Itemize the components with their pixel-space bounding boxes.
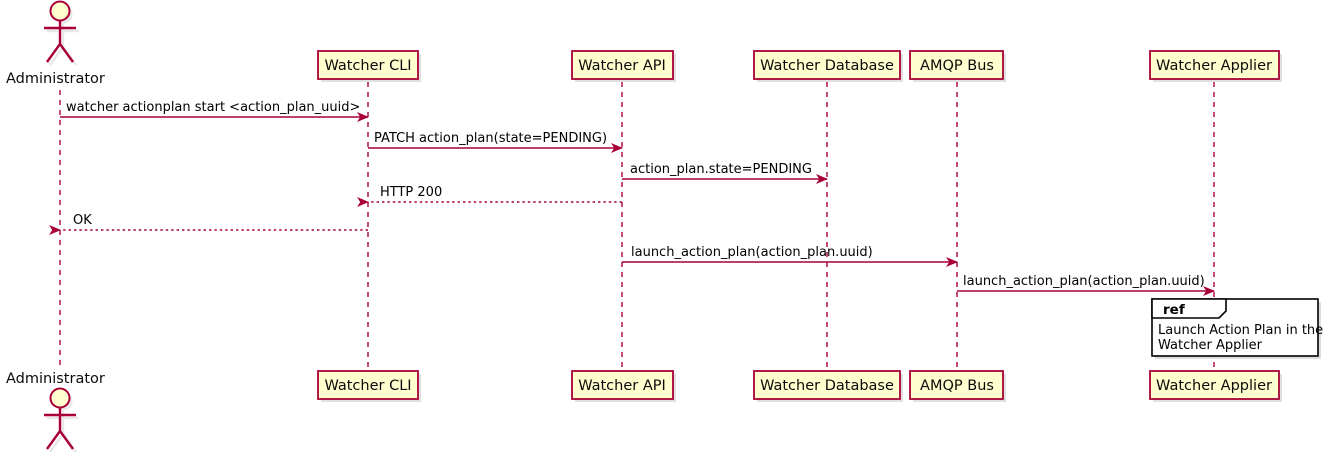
participant-watcher-cli-bottom[interactable]: Watcher CLI: [317, 370, 421, 402]
ref-fragment-body-line-2: Watcher Applier: [1158, 338, 1263, 353]
ref-fragment-body: [1151, 298, 1319, 357]
message-ok[interactable]: OK: [49, 213, 368, 235]
participant-watcher-api-bottom[interactable]: Watcher API: [571, 370, 676, 402]
actor-stick-figure-icon-bottom: [44, 387, 76, 450]
ref-fragment-tab: [1151, 298, 1227, 319]
participant-label-amqp-bus-bottom: AMQP Bus: [920, 378, 994, 394]
participant-watcher-database-top[interactable]: Watcher Database: [753, 50, 903, 82]
actor-label-administrator-bottom: Administrator: [6, 371, 105, 387]
participant-amqp-bus-top[interactable]: AMQP Bus: [909, 50, 1006, 82]
ref-fragment-tab-label: ref: [1163, 302, 1185, 318]
participant-watcher-applier-bottom[interactable]: Watcher Applier: [1149, 370, 1282, 402]
actor-label-administrator-top: Administrator: [6, 71, 105, 87]
ref-fragment-body-line-1: Launch Action Plan in the: [1158, 323, 1323, 338]
message-action-plan-state-pending[interactable]: action_plan.state=PENDING: [622, 162, 828, 184]
participant-amqp-bus-bottom[interactable]: AMQP Bus: [909, 370, 1006, 402]
participant-label-watcher-applier-top: Watcher Applier: [1156, 58, 1272, 74]
participant-label-watcher-cli-bottom: Watcher CLI: [324, 378, 411, 394]
participant-label-amqp-bus-top: AMQP Bus: [920, 58, 994, 74]
message-launch-action-plan-bus-to-applier[interactable]: launch_action_plan(action_plan.uuid): [957, 274, 1215, 296]
message-label-launch-action-plan-api-to-bus: launch_action_plan(action_plan.uuid): [631, 245, 873, 260]
message-label-launch-action-plan-bus-to-applier: launch_action_plan(action_plan.uuid): [963, 274, 1205, 289]
participant-watcher-api-top[interactable]: Watcher API: [571, 50, 676, 82]
participant-label-watcher-database-top: Watcher Database: [760, 58, 894, 74]
participant-watcher-cli-top[interactable]: Watcher CLI: [317, 50, 421, 82]
actor-administrator-top[interactable]: Administrator: [6, 0, 105, 88]
message-http-200[interactable]: HTTP 200: [357, 185, 622, 207]
participant-boxes-top: Watcher CLI Watcher API Watcher Database…: [317, 50, 1282, 82]
participant-label-watcher-api-top: Watcher API: [578, 58, 666, 74]
message-watcher-actionplan-start[interactable]: watcher actionplan start <action_plan_uu…: [60, 100, 369, 122]
participant-boxes-bottom: Watcher CLI Watcher API Watcher Database…: [317, 370, 1282, 402]
participant-label-watcher-applier-bottom: Watcher Applier: [1156, 378, 1272, 394]
actor-stick-figure-icon: [44, 0, 76, 63]
message-label-patch-action-plan: PATCH action_plan(state=PENDING): [374, 131, 607, 146]
participant-label-watcher-api-bottom: Watcher API: [578, 378, 666, 394]
message-label-http-200: HTTP 200: [380, 185, 442, 200]
participant-watcher-applier-top[interactable]: Watcher Applier: [1149, 50, 1282, 82]
participant-watcher-database-bottom[interactable]: Watcher Database: [753, 370, 903, 402]
participant-label-watcher-cli-top: Watcher CLI: [324, 58, 411, 74]
message-label-watcher-actionplan-start: watcher actionplan start <action_plan_uu…: [66, 100, 360, 115]
message-patch-action-plan[interactable]: PATCH action_plan(state=PENDING): [368, 131, 623, 153]
actor-administrator-bottom[interactable]: Administrator: [6, 371, 105, 453]
message-label-action-plan-state-pending: action_plan.state=PENDING: [630, 162, 812, 177]
participant-label-watcher-database-bottom: Watcher Database: [760, 378, 894, 394]
lifelines-group: [59, 82, 1215, 372]
ref-fragment[interactable]: ref Launch Action Plan in the Watcher Ap…: [1151, 298, 1323, 359]
message-launch-action-plan-api-to-bus[interactable]: launch_action_plan(action_plan.uuid): [622, 245, 958, 267]
message-label-ok: OK: [73, 213, 92, 228]
messages-group: watcher actionplan start <action_plan_uu…: [49, 100, 1215, 296]
